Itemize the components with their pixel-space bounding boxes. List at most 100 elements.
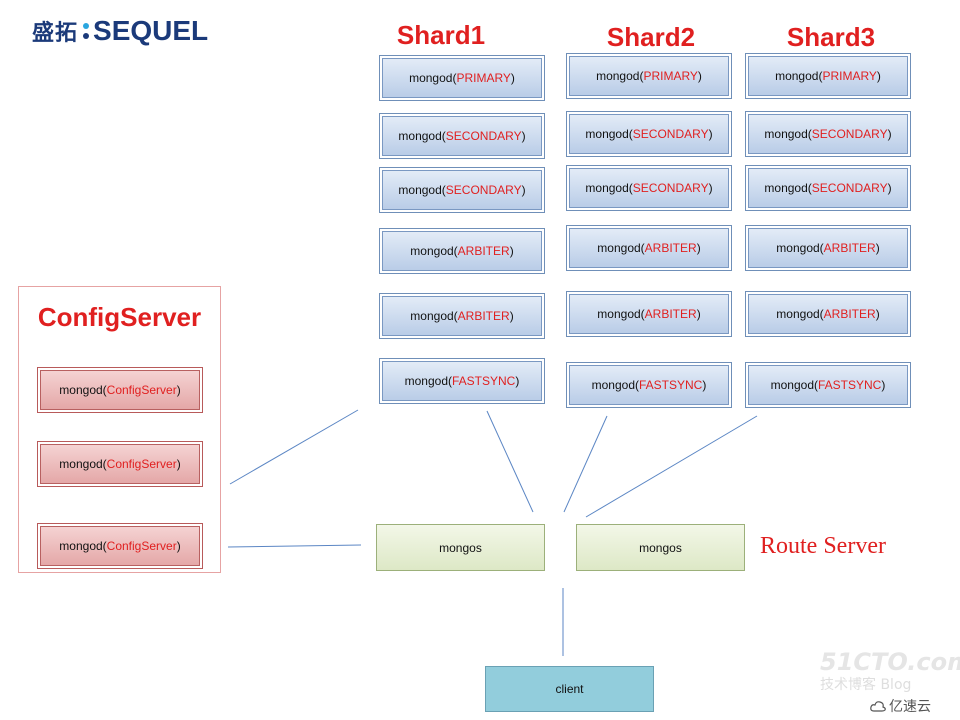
shard3-node-arbiter[interactable]: mongod(ARBITER) — [745, 225, 911, 271]
logo-dots-icon — [83, 23, 90, 39]
shard1-node-secondary[interactable]: mongod(SECONDARY) — [379, 113, 545, 159]
shard1-title: Shard1 — [396, 20, 486, 50]
shard2-node-arbiter[interactable]: mongod(ARBITER) — [566, 225, 732, 271]
mongos-label: mongos — [639, 540, 682, 555]
node-label-prefix: mongod( — [597, 241, 645, 255]
node-role: PRIMARY — [456, 71, 511, 85]
node-label-suffix: ) — [521, 183, 526, 197]
node-label-suffix: ) — [876, 69, 881, 83]
logo-dot-top — [83, 23, 90, 29]
client-node[interactable]: client — [485, 666, 654, 712]
connector-shard2 — [563, 415, 608, 513]
node-label-suffix: ) — [708, 127, 713, 141]
node-role: ARBITER — [823, 307, 876, 321]
node-label-suffix: ) — [521, 129, 526, 143]
node-label-prefix: mongod( — [585, 127, 633, 141]
sequel-logo: 盛拓 SEQUEL — [32, 14, 208, 48]
node-label-prefix: mongod( — [404, 374, 452, 388]
node-role: FASTSYNC — [452, 374, 516, 388]
node-role: ConfigServer — [106, 539, 177, 553]
shard3-node-arbiter[interactable]: mongod(ARBITER) — [745, 291, 911, 337]
node-label-suffix: ) — [887, 127, 892, 141]
connector-config-top — [229, 409, 359, 485]
node-role: ARBITER — [457, 244, 510, 258]
shard3-node-primary[interactable]: mongod(PRIMARY) — [745, 53, 911, 99]
node-role: SECONDARY — [632, 181, 709, 195]
config-server-group — [18, 286, 221, 573]
shard2-title: Shard2 — [606, 22, 696, 52]
node-label-prefix: mongod( — [398, 129, 446, 143]
node-label-suffix: ) — [176, 457, 181, 471]
node-role: ConfigServer — [106, 457, 177, 471]
node-role: ConfigServer — [106, 383, 177, 397]
config-server-title: ConfigServer — [37, 302, 202, 332]
node-label-suffix: ) — [881, 378, 886, 392]
shard2-node-secondary[interactable]: mongod(SECONDARY) — [566, 111, 732, 157]
logo-cn-text: 盛拓 — [32, 21, 79, 46]
node-label-suffix: ) — [887, 181, 892, 195]
node-label-suffix: ) — [875, 241, 880, 255]
node-label-prefix: mongod( — [409, 71, 457, 85]
node-label-suffix: ) — [697, 69, 702, 83]
config-server-node[interactable]: mongod(ConfigServer) — [37, 367, 203, 413]
node-label-suffix: ) — [510, 71, 515, 85]
shard2-node-fastsync[interactable]: mongod(FASTSYNC) — [566, 362, 732, 408]
watermark-brand: 亿速云 — [870, 696, 931, 716]
node-label-prefix: mongod( — [770, 378, 818, 392]
watermark-site: 51CTO.com — [820, 648, 960, 676]
shard1-node-arbiter[interactable]: mongod(ARBITER) — [379, 228, 545, 274]
shard1-node-arbiter[interactable]: mongod(ARBITER) — [379, 293, 545, 339]
connector-shard3 — [585, 415, 758, 518]
shard2-node-arbiter[interactable]: mongod(ARBITER) — [566, 291, 732, 337]
shard1-node-primary[interactable]: mongod(PRIMARY) — [379, 55, 545, 101]
mongos-label: mongos — [439, 540, 482, 555]
node-role: SECONDARY — [445, 129, 522, 143]
node-role: FASTSYNC — [818, 378, 882, 392]
config-server-node[interactable]: mongod(ConfigServer) — [37, 441, 203, 487]
node-role: ARBITER — [644, 241, 697, 255]
node-label-suffix: ) — [708, 181, 713, 195]
node-label-prefix: mongod( — [776, 307, 824, 321]
node-label-suffix: ) — [696, 307, 701, 321]
mongos-router-2[interactable]: mongos — [576, 524, 745, 571]
mongos-router-1[interactable]: mongos — [376, 524, 545, 571]
connector-config-bottom — [227, 544, 362, 548]
node-label-prefix: mongod( — [410, 244, 458, 258]
node-role: SECONDARY — [811, 127, 888, 141]
node-label-prefix: mongod( — [776, 241, 824, 255]
shard1-node-fastsync[interactable]: mongod(FASTSYNC) — [379, 358, 545, 404]
shard3-title: Shard3 — [786, 22, 876, 52]
node-label-suffix: ) — [702, 378, 707, 392]
node-label-prefix: mongod( — [764, 181, 812, 195]
logo-dot-bottom — [83, 33, 90, 39]
watermark-sub: 技术博客 Blog — [820, 677, 912, 693]
shard2-node-secondary[interactable]: mongod(SECONDARY) — [566, 165, 732, 211]
cloud-icon — [870, 701, 886, 712]
shard1-node-secondary[interactable]: mongod(SECONDARY) — [379, 167, 545, 213]
shard3-node-secondary[interactable]: mongod(SECONDARY) — [745, 111, 911, 157]
node-role: PRIMARY — [643, 69, 698, 83]
node-label-suffix: ) — [509, 309, 514, 323]
node-role: SECONDARY — [445, 183, 522, 197]
connector-shard1 — [486, 410, 534, 513]
node-label-suffix: ) — [176, 383, 181, 397]
node-label-prefix: mongod( — [591, 378, 639, 392]
shard3-node-fastsync[interactable]: mongod(FASTSYNC) — [745, 362, 911, 408]
node-role: SECONDARY — [632, 127, 709, 141]
node-label-prefix: mongod( — [764, 127, 812, 141]
logo-en-text: SEQUEL — [93, 15, 209, 46]
node-role: ARBITER — [644, 307, 697, 321]
shard3-node-secondary[interactable]: mongod(SECONDARY) — [745, 165, 911, 211]
node-label-suffix: ) — [176, 539, 181, 553]
node-label-suffix: ) — [875, 307, 880, 321]
node-label-prefix: mongod( — [59, 539, 107, 553]
node-label-prefix: mongod( — [775, 69, 823, 83]
node-label-prefix: mongod( — [398, 183, 446, 197]
shard2-node-primary[interactable]: mongod(PRIMARY) — [566, 53, 732, 99]
node-label-prefix: mongod( — [59, 457, 107, 471]
route-server-label: Route Server — [760, 533, 886, 559]
config-server-node[interactable]: mongod(ConfigServer) — [37, 523, 203, 569]
node-role: ARBITER — [823, 241, 876, 255]
node-label-prefix: mongod( — [596, 69, 644, 83]
